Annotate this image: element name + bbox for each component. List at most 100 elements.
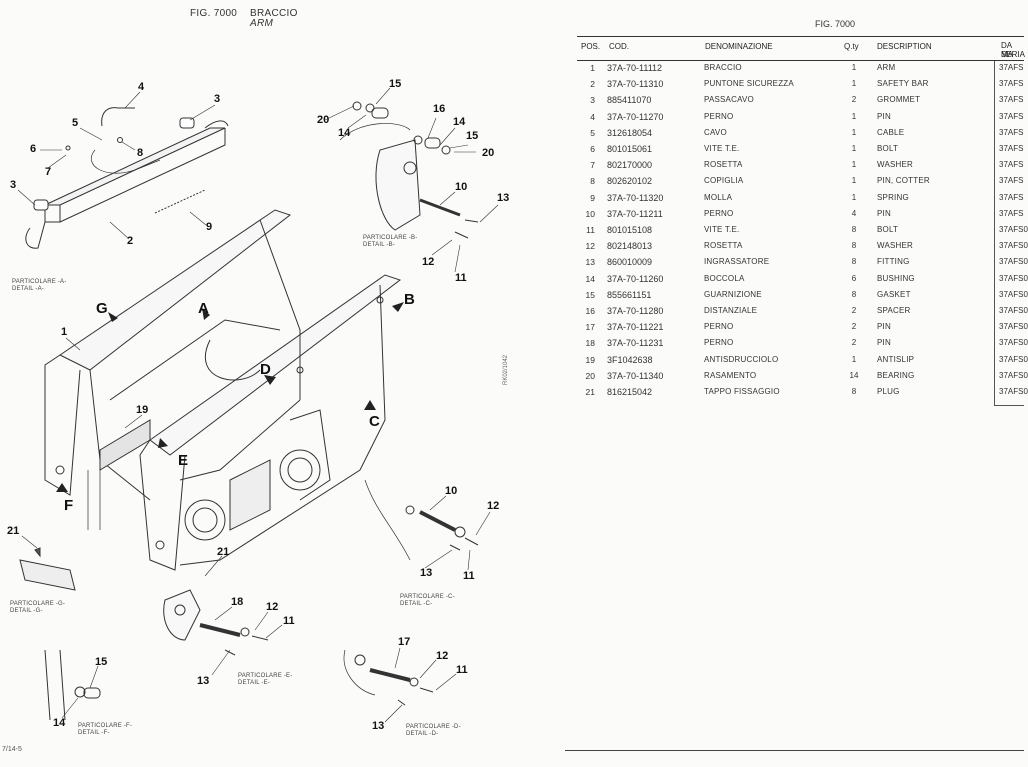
row-pos: 16 (585, 306, 595, 316)
row-code: 37A-70-11221 (607, 322, 664, 333)
row-qty: 1 (851, 127, 857, 137)
leader-lines (17, 87, 499, 723)
detail-letter-e: E (178, 452, 189, 469)
row-serial: 37AFS (999, 95, 1024, 105)
row-description: GROMMET (877, 95, 921, 105)
row-name: PERNO (704, 322, 734, 332)
row-serial: 37AFS0 (999, 354, 1028, 364)
detail-e-caption: PARTICOLARE -E- DETAIL -E- (238, 673, 292, 687)
header-serial-line2: SERIA (1001, 50, 1026, 59)
callout-b-15-right: 15 (466, 130, 479, 142)
row-code: 860010009 (607, 257, 653, 268)
row-code: 312618054 (607, 127, 653, 138)
row-pos: 13 (585, 257, 595, 268)
detail-e-italian: PARTICOLARE -E- (238, 673, 293, 679)
header-qty: Q.ty (844, 42, 859, 51)
row-name: GUARNIZIONE (704, 289, 762, 299)
row-serial: 37AFS0 (999, 289, 1028, 299)
row-pos: 3 (590, 95, 595, 106)
main-arm-frame (44, 209, 402, 571)
row-pos: 4 (590, 111, 595, 122)
row-serial: 37AFS0 (999, 338, 1028, 348)
row-serial: 37AFS (999, 63, 1024, 72)
detail-g-english: DETAIL -G- (10, 608, 43, 614)
callout-e-12: 12 (266, 601, 279, 613)
header-name: DENOMINAZIONE (705, 42, 773, 51)
callout-b-16: 16 (433, 103, 446, 115)
row-qty: 8 (851, 289, 857, 299)
row-pos: 9 (590, 192, 595, 203)
row-qty: 6 (851, 273, 857, 283)
row-serial: 37AFS (999, 208, 1024, 218)
row-name: PERNO (704, 338, 734, 348)
detail-b-italian: PARTICOLARE -B- (363, 235, 418, 241)
row-qty: 1 (851, 354, 857, 364)
row-pos: 1 (590, 63, 595, 73)
row-qty: 1 (851, 79, 857, 89)
row-qty: 1 (851, 144, 857, 153)
row-pos: 2 (590, 79, 595, 90)
row-pos: 10 (585, 208, 595, 219)
callout-g-21: 21 (7, 525, 20, 537)
row-code: 37A-70-11320 (607, 192, 664, 203)
row-qty: 2 (851, 322, 857, 332)
row-description: PLUG (877, 387, 900, 396)
row-pos: 17 (585, 322, 595, 333)
row-description: PIN (877, 322, 891, 332)
row-description: PIN (877, 338, 891, 348)
row-pos: 14 (585, 273, 595, 284)
callout-b-12: 12 (422, 256, 435, 268)
row-serial: 37AFS0 (999, 225, 1028, 234)
callout-b-20: 20 (317, 114, 330, 126)
row-pos: 20 (585, 370, 595, 381)
row-code: 37A-70-11270 (607, 111, 664, 122)
row-description: PIN (877, 111, 891, 121)
callout-e-13: 13 (197, 675, 210, 687)
row-description: WASHER (877, 241, 914, 251)
detail-letter-d: D (260, 361, 271, 378)
row-serial: 37AFS (999, 79, 1024, 89)
row-serial: 37AFS (999, 127, 1024, 137)
figure-code: FIG. 7000 (190, 8, 238, 19)
row-qty: 8 (851, 257, 857, 267)
detail-g-italian: PARTICOLARE -G- (10, 601, 66, 607)
row-name: PERNO (704, 208, 734, 218)
callout-b-14-right: 14 (453, 116, 466, 128)
serial-column-frame (994, 61, 1024, 406)
detail-a-english: DETAIL -A- (12, 286, 45, 292)
detail-letter-b: B (404, 291, 415, 308)
row-name: TAPPO FISSAGGIO (704, 387, 780, 396)
row-name: BOCCOLA (704, 273, 745, 283)
row-description: SPACER (877, 306, 911, 315)
callout-19: 19 (136, 404, 149, 416)
detail-f-bushing (44, 649, 101, 721)
row-serial: 37AFS (999, 192, 1024, 202)
callout-c-13: 13 (420, 567, 433, 579)
header-pos: POS. (581, 42, 601, 51)
row-pos: 11 (586, 225, 595, 235)
row-qty: 14 (849, 370, 859, 380)
row-description: WASHER (877, 160, 914, 170)
row-qty: 2 (851, 306, 857, 315)
row-qty: 2 (851, 338, 857, 348)
detail-a-safety-bar (25, 107, 229, 249)
row-name: MOLLA (704, 192, 733, 202)
detail-letter-a: A (198, 300, 209, 317)
row-qty: 1 (851, 111, 857, 121)
row-description: BOLT (877, 225, 899, 234)
row-code: 885411070 (607, 95, 652, 106)
row-name: VITE T.E. (704, 225, 740, 234)
row-pos: 8 (590, 176, 595, 187)
row-pos: 21 (585, 387, 595, 397)
callout-d-13: 13 (372, 720, 385, 732)
callout-3-left: 3 (10, 179, 17, 191)
